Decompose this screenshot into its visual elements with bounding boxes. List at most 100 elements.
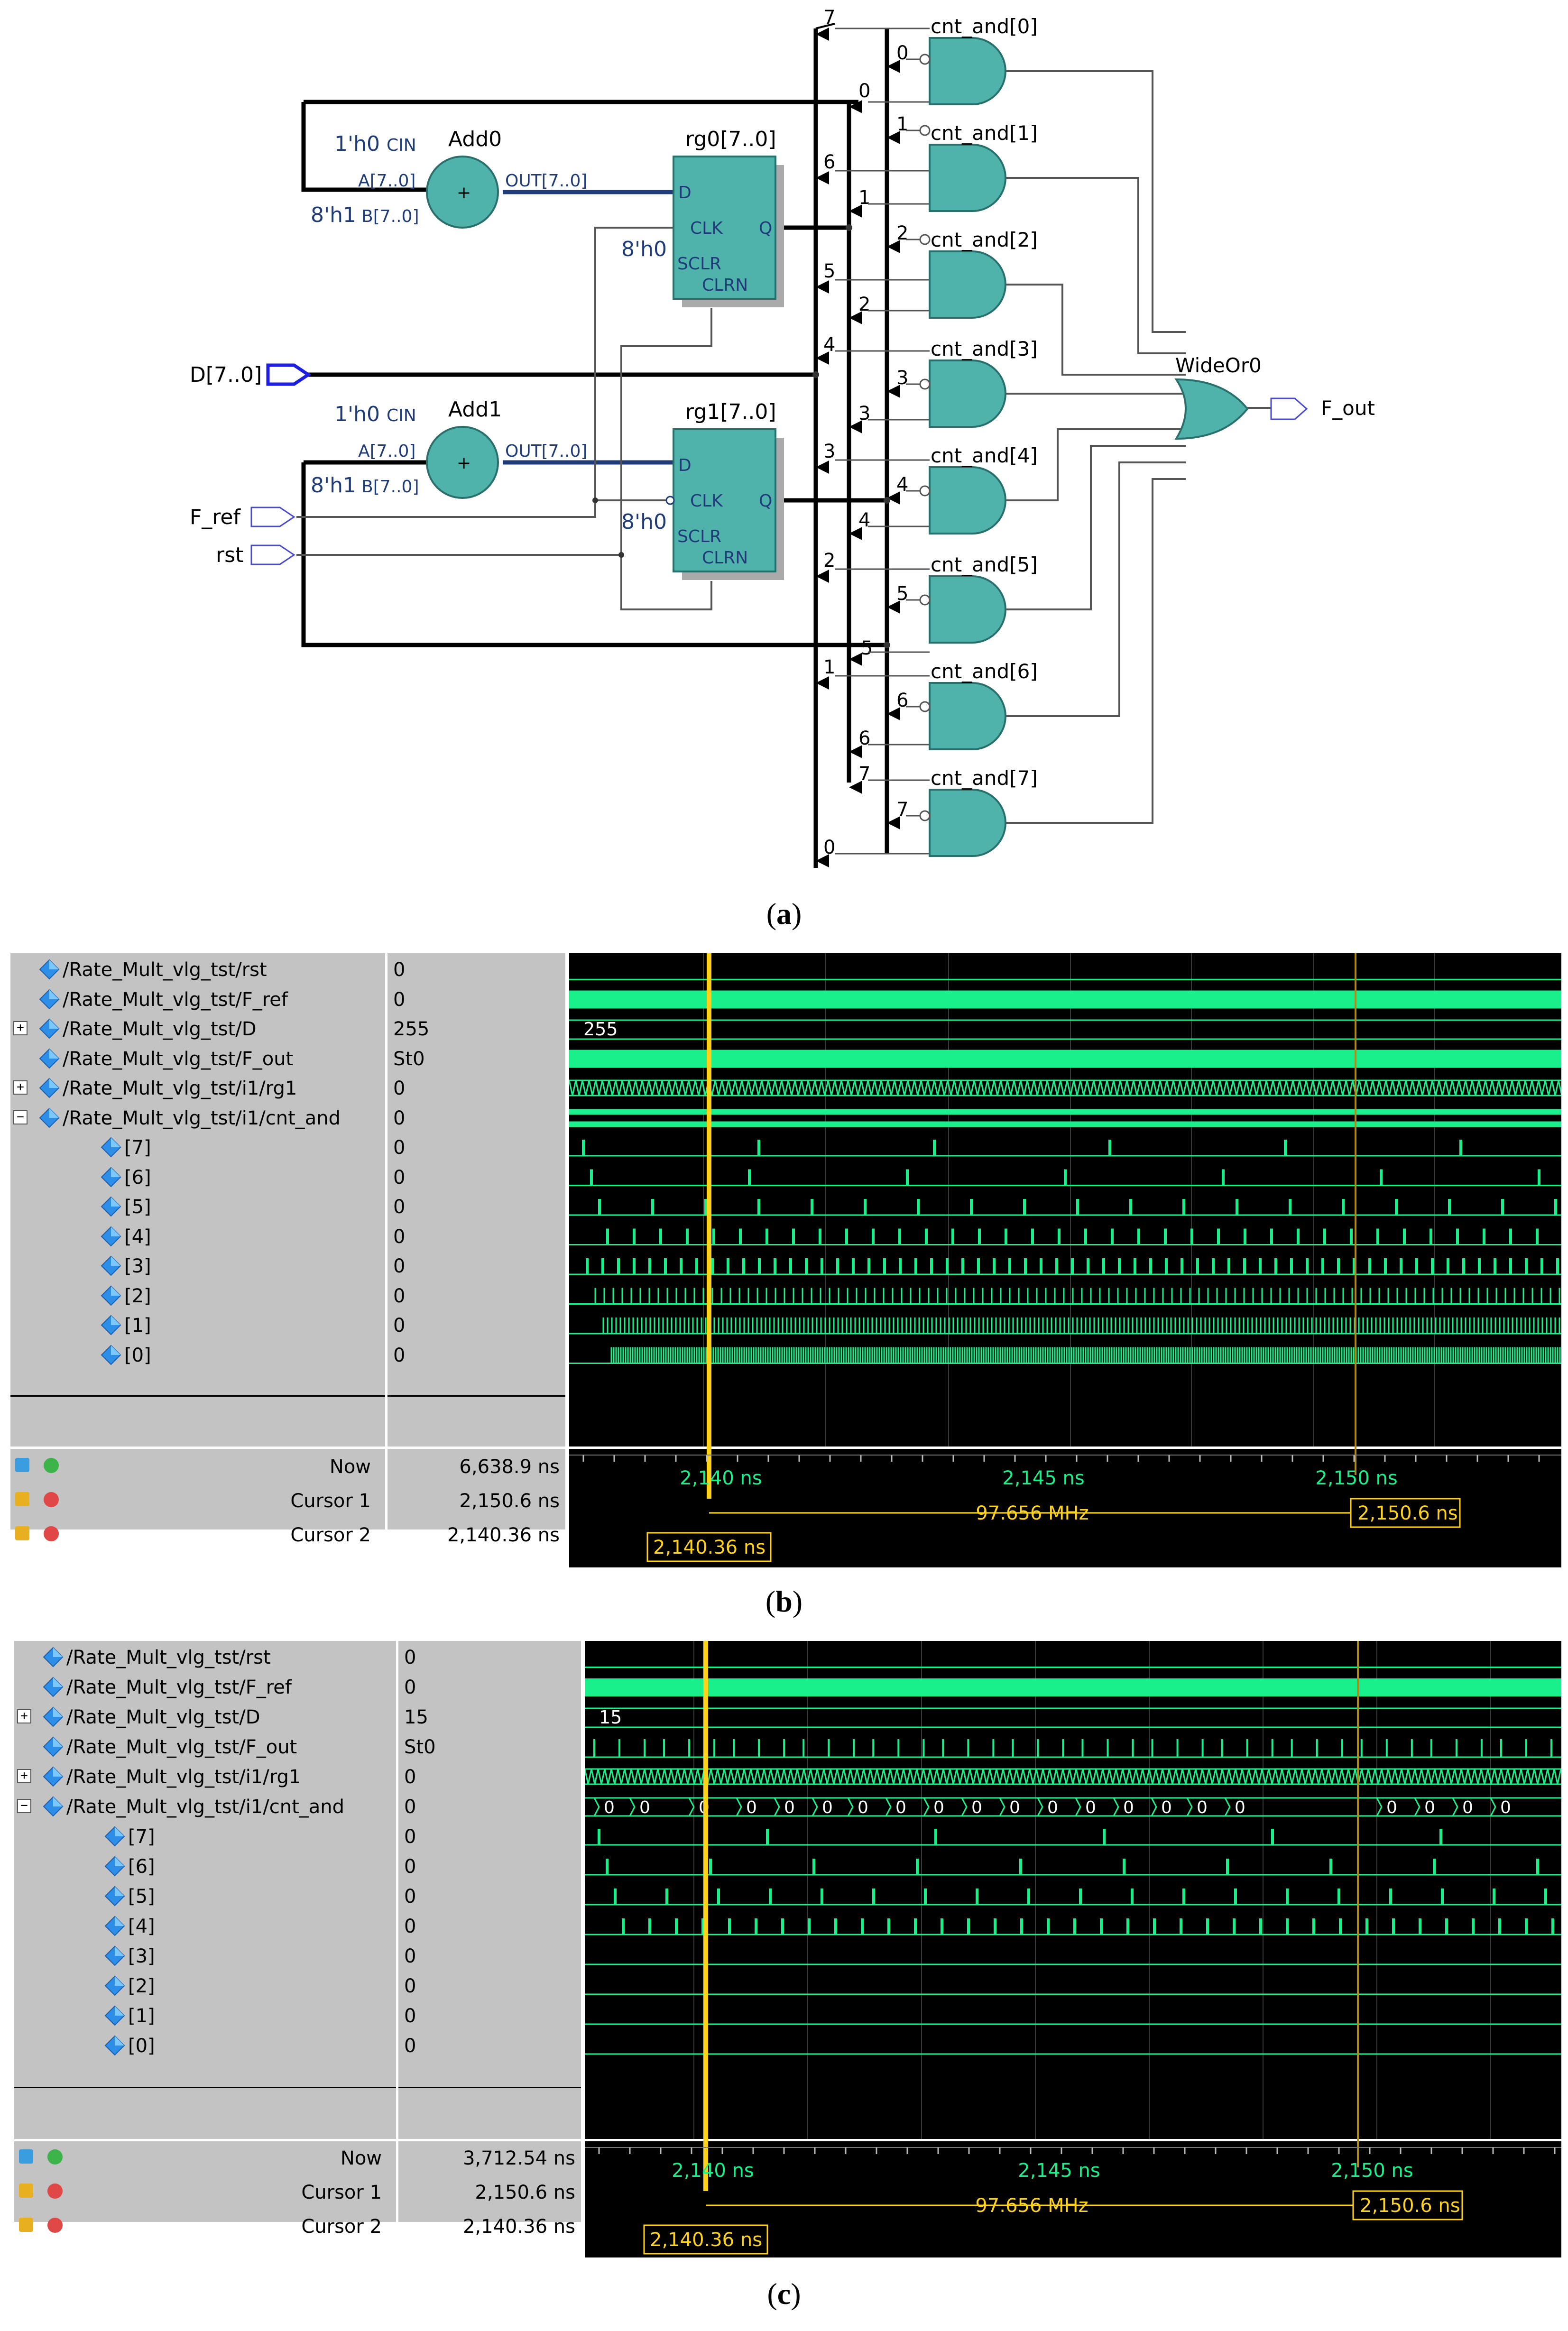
signal-row[interactable]: [4] (14, 1911, 396, 1940)
rg1-bus-segment (1465, 1080, 1473, 1096)
rg1-bus-segment (1458, 1080, 1467, 1096)
signal-value-pane (387, 953, 565, 1447)
signal-row[interactable]: −/Rate_Mult_vlg_tst/i1/cnt_and (10, 1103, 385, 1132)
signal-row[interactable]: /Rate_Mult_vlg_tst/F_out (14, 1732, 396, 1761)
signal-row[interactable]: [1] (10, 1310, 385, 1339)
signal-row[interactable]: +/Rate_Mult_vlg_tst/D (10, 1013, 385, 1043)
signal-row[interactable]: [6] (10, 1162, 385, 1191)
signal-row[interactable]: [7] (14, 1821, 396, 1851)
signal-diamond-icon (101, 1137, 121, 1158)
collapse-icon[interactable]: − (17, 1799, 31, 1813)
signal-value: 0 (393, 988, 406, 1011)
expand-icon[interactable]: + (13, 1080, 28, 1095)
rg1-bus-segment (1274, 1769, 1283, 1785)
add-cursor-icon[interactable] (44, 1458, 59, 1473)
signal-row[interactable]: [4] (10, 1221, 385, 1251)
timeline-tick-label: 2,145 ns (1002, 1467, 1084, 1489)
signal-diamond-icon (104, 2005, 125, 2026)
rg1-bus-segment (1319, 1080, 1327, 1096)
signal-row[interactable]: +/Rate_Mult_vlg_tst/i1/rg1 (10, 1073, 385, 1102)
rg1-bus-segment (1219, 1080, 1227, 1096)
signal-row[interactable]: [5] (10, 1191, 385, 1221)
cursor-2-tag[interactable] (643, 2224, 768, 2255)
signal-row[interactable]: /Rate_Mult_vlg_tst/F_ref (10, 984, 385, 1013)
rg1-bus-segment (1460, 1769, 1469, 1785)
rg1-bus-segment (664, 1769, 672, 1785)
add-cursor-icon[interactable] (47, 2149, 63, 2165)
rg1-bus-segment (714, 1080, 723, 1096)
wave-pane (585, 1641, 1561, 2139)
signal-row[interactable]: [1] (14, 2000, 396, 2030)
add0-cin-port: CIN (387, 136, 416, 155)
cursor2-lock-icon[interactable] (19, 2218, 33, 2232)
signal-row[interactable]: [5] (14, 1881, 396, 1910)
expand-icon[interactable]: + (17, 1709, 31, 1723)
cursor-2-line[interactable] (703, 1641, 708, 2191)
add0-name: Add0 (448, 127, 502, 151)
rg1-bus-segment (1332, 1080, 1340, 1096)
signal-row[interactable]: [0] (14, 2030, 396, 2060)
cursor2-lock-icon[interactable] (15, 1526, 29, 1540)
signal-row[interactable]: [2] (14, 1971, 396, 2000)
signal-row[interactable]: −/Rate_Mult_vlg_tst/i1/cnt_and (14, 1791, 396, 1821)
signal-row[interactable]: [3] (14, 1941, 396, 1970)
cursor1-lock-icon[interactable] (15, 1492, 29, 1506)
signal-row[interactable]: [7] (10, 1132, 385, 1161)
rg1-bus-segment (1531, 1080, 1540, 1096)
signal-value: 0 (393, 1344, 406, 1366)
add1-op: + (457, 453, 471, 473)
svg-text:7: 7 (823, 7, 835, 28)
rg1-bus-segment (876, 1769, 885, 1785)
rg1-bus-segment (1015, 1769, 1024, 1785)
remove-cursor-icon[interactable] (47, 2218, 63, 2233)
now-status-icon[interactable] (15, 1458, 29, 1472)
cursor-1-tag[interactable] (1350, 1498, 1461, 1528)
rg1-bus-segment (756, 1769, 765, 1785)
signal-row[interactable]: + /Rate_Mult_vlg_tst/D (14, 1702, 396, 1731)
signal-row[interactable]: /Rate_Mult_vlg_tst/rst (14, 1642, 396, 1671)
rg1-bus-segment (903, 1769, 911, 1785)
cursor-2-tag[interactable] (646, 1532, 772, 1562)
expand-icon[interactable]: + (13, 1021, 28, 1035)
signal-row[interactable]: [2] (10, 1281, 385, 1310)
bus-transition (1224, 1797, 1231, 1816)
rg1-bus-segment (615, 1080, 623, 1096)
rg1-bus-segment (1069, 1769, 1077, 1785)
collapse-icon[interactable]: − (13, 1110, 28, 1124)
signal-name: /Rate_Mult_vlg_tst/F_out (63, 1048, 294, 1070)
signal-row[interactable]: /Rate_Mult_vlg_tst/F_ref (14, 1672, 396, 1701)
signal-row[interactable]: +/Rate_Mult_vlg_tst/i1/rg1 (14, 1761, 396, 1791)
remove-cursor-icon[interactable] (44, 1492, 59, 1507)
svg-text:1: 1 (896, 113, 908, 135)
remove-cursor-icon[interactable] (44, 1526, 59, 1541)
cursor1-lock-icon[interactable] (19, 2184, 33, 2198)
rg1-bus-segment (644, 1769, 652, 1785)
caption-a: (a) (766, 897, 802, 931)
rg1-bus-segment (595, 1080, 603, 1096)
remove-cursor-icon[interactable] (47, 2184, 63, 2199)
bus-transition (688, 1797, 695, 1816)
now-status-icon[interactable] (19, 2149, 33, 2164)
bus-transition (1113, 1797, 1119, 1816)
signal-name: /Rate_Mult_vlg_tst/D (66, 1706, 260, 1728)
signal-row[interactable]: [3] (10, 1251, 385, 1280)
signal-row[interactable]: [6] (14, 1851, 396, 1880)
rg1-bus-segment (1454, 1769, 1462, 1785)
signal-value: 0 (404, 1975, 416, 1997)
f-ref-input-port (250, 507, 295, 527)
rg1-bus-segment (1438, 1080, 1447, 1096)
rg1-bus-segment (1122, 1769, 1130, 1785)
rg1-bus-segment (1445, 1080, 1453, 1096)
rg1-bus-segment (854, 1080, 862, 1096)
rg1-bus-segment (1075, 1769, 1084, 1785)
cursor-1-tag[interactable] (1352, 2190, 1463, 2220)
cursor-2-line[interactable] (707, 953, 711, 1499)
cnt-and-bus-value: 0 (1085, 1798, 1096, 1817)
expand-icon[interactable]: + (17, 1769, 31, 1783)
rg1-bus-segment (1226, 1080, 1234, 1096)
rg1-bus-segment (635, 1080, 643, 1096)
signal-row[interactable]: [0] (10, 1340, 385, 1369)
rg1-bus-segment (1518, 1080, 1526, 1096)
signal-row[interactable]: /Rate_Mult_vlg_tst/rst (10, 954, 385, 984)
signal-row[interactable]: /Rate_Mult_vlg_tst/F_out (10, 1043, 385, 1073)
